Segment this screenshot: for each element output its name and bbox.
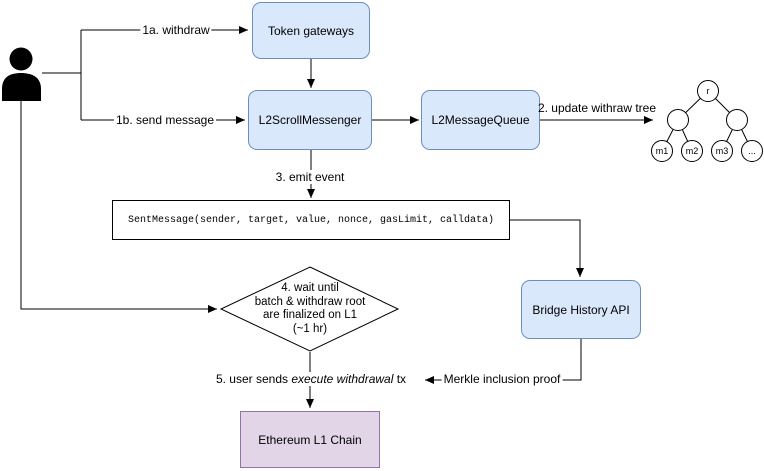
connector-user-branch <box>42 30 82 120</box>
send-message-edge-label: 1b. send message <box>113 113 217 127</box>
update-withdraw-tree-edge-label: 2. update withraw tree <box>537 101 657 115</box>
tree-leaf-more <box>741 140 763 162</box>
tree-leaf-m1 <box>651 140 673 162</box>
tree-leaf-label: m2 <box>686 146 699 156</box>
wait-decision-line: 4. wait until <box>281 282 339 294</box>
user-icon <box>2 47 41 101</box>
sent-message-event-node: SentMessage(sender, target, value, nonce… <box>112 200 510 240</box>
merkle-proof-edge-label: Merkle inclusion proof <box>441 372 563 386</box>
tree-leaf-label: m3 <box>716 146 729 156</box>
tree-leaf-m3 <box>711 140 733 162</box>
withdraw-tree: r m1 m2 m3 ... <box>651 80 763 162</box>
execute-withdrawal-edge-label: 5. user sends execute withdrawal tx <box>213 372 409 386</box>
wait-decision-line: batch & withdraw root <box>254 295 366 308</box>
token-gateways-node: Token gateways <box>252 2 370 59</box>
emit-event-edge-label: 3. emit event <box>273 170 347 184</box>
wait-decision-line: are finalized on L1 <box>263 309 357 321</box>
l2-scroll-messenger-node: L2ScrollMessenger <box>248 90 372 150</box>
tree-node-left <box>667 109 689 131</box>
execute-withdrawal-suffix: tx <box>393 372 407 386</box>
tree-node-root <box>697 80 719 102</box>
tree-root-label: r <box>707 86 710 96</box>
connector-user-to-wait <box>20 100 217 313</box>
tree-leaf-label: m1 <box>656 146 669 156</box>
l2-message-queue-node: L2MessageQueue <box>421 90 540 150</box>
bridge-history-api-node: Bridge History API <box>521 280 641 339</box>
tree-leaf-label: ... <box>748 146 756 156</box>
wait-decision-line: (~1 hr) <box>292 322 328 335</box>
withdraw-edge-label: 1a. withdraw <box>140 23 212 37</box>
tree-leaf-m2 <box>681 140 703 162</box>
wait-decision-label: 4. wait until batch & withdraw root are … <box>225 282 395 336</box>
execute-withdrawal-prefix: 5. user sends <box>215 372 292 386</box>
execute-withdrawal-italic: execute withdrawal <box>291 372 394 386</box>
withdraw-tree-edges <box>661 90 753 152</box>
wait-decision-diamond <box>219 266 400 352</box>
ethereum-l1-chain-node: Ethereum L1 Chain <box>240 411 380 468</box>
connector-event-to-bridge <box>510 219 584 277</box>
tree-node-right <box>726 109 748 131</box>
